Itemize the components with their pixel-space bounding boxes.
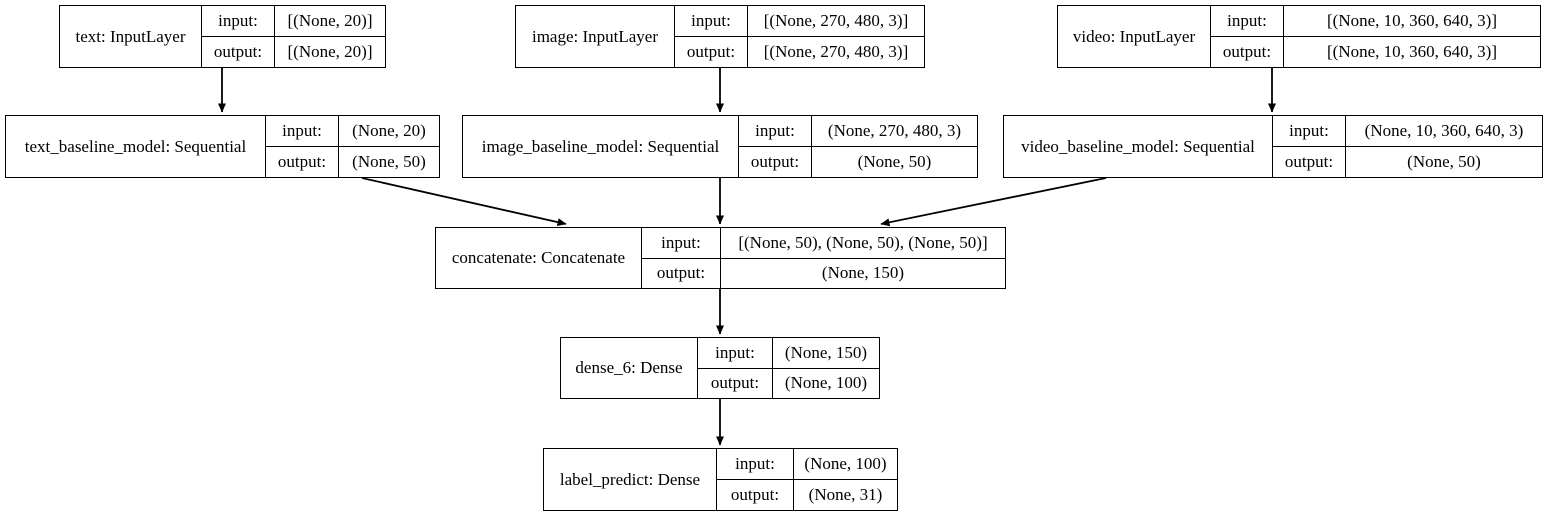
output-shape-value: (None, 150) xyxy=(720,258,1005,288)
node-io-table: input: (None, 20) output: (None, 50) xyxy=(265,116,439,177)
node-io-table: input: (None, 270, 480, 3) output: (None, 5… xyxy=(738,116,977,177)
output-label: output: xyxy=(750,152,800,171)
node-io-table: input: [(None, 20)] output: [(None, 20)] xyxy=(201,6,385,67)
output-shape-value: (None, 50) xyxy=(811,147,977,177)
input-label: input: xyxy=(218,11,258,30)
node-output-row: output: [(None, 20)] xyxy=(202,37,385,67)
node-dense_6: dense_6: Dense input: (None, 150) output: (N… xyxy=(560,337,880,399)
node-output-row: output: (None, 50) xyxy=(1273,147,1542,177)
node-output-row: output: (None, 50) xyxy=(739,147,977,177)
node-io-table: input: [(None, 10, 360, 640, 3)] output: [(… xyxy=(1210,6,1540,67)
node-input-row: input: [(None, 10, 360, 640, 3)] xyxy=(1211,6,1540,37)
node-title: video: InputLayer xyxy=(1072,26,1196,46)
output-shape-value: [(None, 270, 480, 3)] xyxy=(747,37,924,67)
input-shape-value: [(None, 20)] xyxy=(274,6,385,36)
node-output-row: output: [(None, 270, 480, 3)] xyxy=(675,37,924,67)
output-shape-value: (None, 100) xyxy=(772,368,879,398)
input-shape-value: (None, 270, 480, 3) xyxy=(811,116,977,146)
output-shape-value: [(None, 20)] xyxy=(274,37,385,67)
node-input-row: input: (None, 10, 360, 640, 3) xyxy=(1273,116,1542,147)
node-output-row: output: (None, 50) xyxy=(266,147,439,177)
input-label: input: xyxy=(735,454,775,473)
node-input-row: input: [(None, 50), (None, 50), (None, 50… xyxy=(642,228,1005,259)
node-input-row: input: (None, 20) xyxy=(266,116,439,147)
input-shape-value: [(None, 270, 480, 3)] xyxy=(747,6,924,36)
node-output-row: output: [(None, 10, 360, 640, 3)] xyxy=(1211,37,1540,67)
output-label: output: xyxy=(656,263,706,283)
input-shape-value: (None, 10, 360, 640, 3) xyxy=(1345,116,1542,146)
input-label: input: xyxy=(755,121,795,140)
input-shape-value: [(None, 50), (None, 50), (None, 50)] xyxy=(720,228,1005,258)
node-input-row: input: (None, 270, 480, 3) xyxy=(739,116,977,147)
output-shape-value: (None, 50) xyxy=(338,147,439,177)
node-io-table: input: [(None, 50), (None, 50), (None, 50… xyxy=(641,228,1005,288)
node-title: video_baseline_model: Sequential xyxy=(1021,136,1255,156)
output-shape-value: (None, 31) xyxy=(793,480,897,510)
edge-video_baseline-to-concatenate xyxy=(880,177,1107,227)
input-label: input: xyxy=(282,121,322,140)
output-label: output: xyxy=(730,485,780,504)
node-text_baseline: text_baseline_model: Sequential input: (No… xyxy=(5,115,440,178)
input-label: input: xyxy=(691,11,731,30)
node-input-row: input: (None, 150) xyxy=(698,338,879,369)
input-label: input: xyxy=(1227,11,1267,30)
node-io-table: input: (None, 10, 360, 640, 3) output: (Non… xyxy=(1272,116,1542,177)
output-label: output: xyxy=(686,42,736,61)
node-io-table: input: (None, 100) output: (None, 31) xyxy=(716,449,897,510)
output-label: output: xyxy=(710,373,760,393)
output-label: output: xyxy=(1284,152,1334,171)
output-shape-value: (None, 50) xyxy=(1345,147,1542,177)
node-output-row: output: (None, 31) xyxy=(717,480,897,510)
output-label: output: xyxy=(277,152,327,171)
node-title: image: InputLayer xyxy=(531,26,659,46)
edge-text_baseline-to-concatenate xyxy=(361,177,567,227)
input-label: input: xyxy=(661,232,701,252)
node-io-table: input: (None, 150) output: (None, 100) xyxy=(697,338,879,398)
input-shape-value: (None, 20) xyxy=(338,116,439,146)
output-label: output: xyxy=(213,42,263,61)
input-shape-value: (None, 150) xyxy=(772,338,879,368)
node-input-row: input: [(None, 270, 480, 3)] xyxy=(675,6,924,37)
node-title: image_baseline_model: Sequential xyxy=(481,136,720,156)
output-shape-value: [(None, 10, 360, 640, 3)] xyxy=(1283,37,1540,67)
node-output-row: output: (None, 100) xyxy=(698,368,879,398)
node-title: text_baseline_model: Sequential xyxy=(24,136,247,156)
node-title: text: InputLayer xyxy=(75,26,186,46)
input-label: input: xyxy=(715,342,755,362)
node-io-table: input: [(None, 270, 480, 3)] output: [(None… xyxy=(674,6,924,67)
input-shape-value: (None, 100) xyxy=(793,449,897,479)
node-input-row: input: (None, 100) xyxy=(717,449,897,480)
node-title: label_predict: Dense xyxy=(559,469,701,489)
node-output-row: output: (None, 150) xyxy=(642,258,1005,288)
input-label: input: xyxy=(1289,121,1329,140)
node-image_input: image: InputLayer input: [(None, 270, 480,… xyxy=(515,5,925,68)
node-image_baseline: image_baseline_model: Sequential input: (N… xyxy=(462,115,978,178)
node-title: concatenate: Concatenate xyxy=(451,248,626,267)
output-label: output: xyxy=(1222,42,1272,61)
node-video_input: video: InputLayer input: [(None, 10, 360, … xyxy=(1057,5,1541,68)
input-shape-value: [(None, 10, 360, 640, 3)] xyxy=(1283,6,1540,36)
node-title: dense_6: Dense xyxy=(575,358,683,377)
node-video_baseline: video_baseline_model: Sequential input: (N… xyxy=(1003,115,1543,178)
node-input-row: input: [(None, 20)] xyxy=(202,6,385,37)
node-concatenate: concatenate: Concatenate input: [(None, 50… xyxy=(435,227,1006,289)
